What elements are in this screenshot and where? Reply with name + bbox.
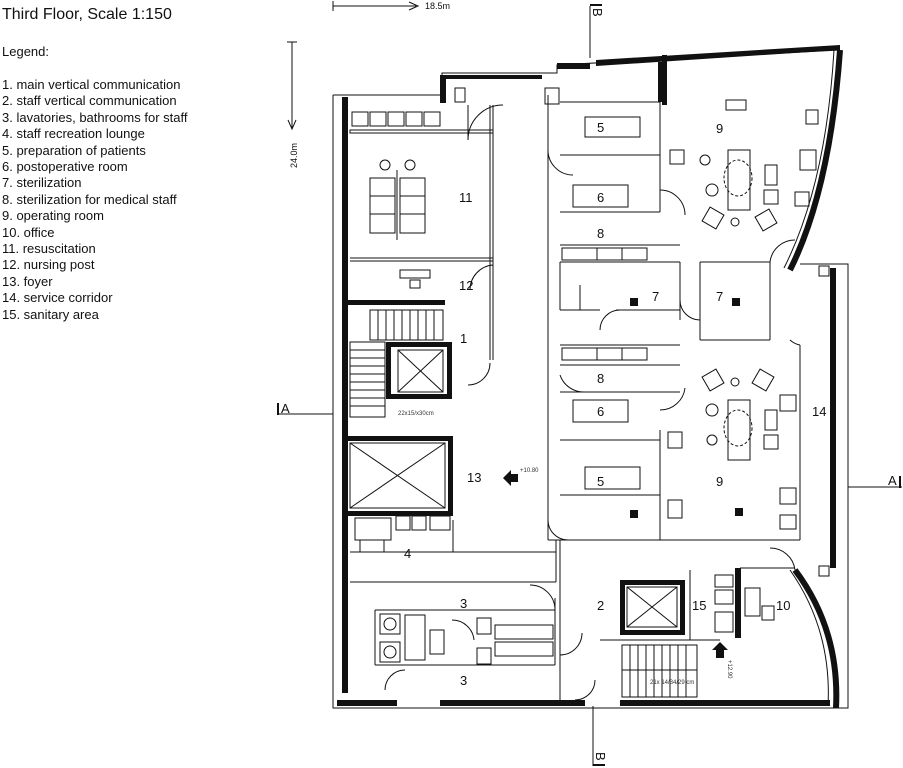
section-b-top-marker: B [589,4,605,58]
section-a-left-label: A [281,401,290,416]
legend-item: 3. lavatories, bathrooms for staff [2,109,188,125]
width-dimension-label: 18.5m [425,1,450,11]
room-labels: 1 2 3 3 4 5 5 6 6 7 7 8 8 9 9 10 11 12 1… [404,120,826,688]
stair-note-upper: 22x15/x30cm [398,411,434,417]
stair-level-marker: +12.90 [712,642,732,679]
room-label-6-upper: 6 [597,190,604,205]
legend-list: 1. main vertical communication 2. staff … [2,77,187,323]
room-label-7-left: 7 [652,289,659,304]
legend-item: 15. sanitary area [2,306,99,322]
exterior-walls [332,45,849,709]
room-label-2: 2 [597,598,604,613]
stair-note-lower: 21x 14/34/29 cm [650,680,694,686]
room-label-7-right: 7 [716,289,723,304]
drawing-title: Third Floor, Scale 1:150 [2,6,172,23]
lift-large [349,442,446,509]
legend-item: 5. preparation of patients [2,142,146,158]
legend-item: 9. operating room [2,208,104,224]
room-label-9-upper: 9 [716,121,723,136]
legend-item: 2. staff vertical communication [2,93,177,109]
room-label-8-lower: 8 [597,371,604,386]
section-b-top-label: B [590,8,605,17]
legend-heading: Legend: [2,44,49,59]
room-label-12: 12 [459,278,473,293]
section-b-bottom-label: B [593,752,608,761]
legend-item: 4. staff recreation lounge [2,126,145,142]
section-a-right-marker: A [848,473,902,488]
legend-item: 10. office [2,224,55,240]
room-label-11: 11 [459,190,473,205]
room-label-3-upper: 3 [460,596,467,611]
legend-item: 11. resuscitation [2,241,96,257]
staff-stair: 21x 14/34/29 cm [621,644,698,698]
foyer-level-label: +10.80 [520,468,539,474]
width-dimension: 18.5m [332,1,450,11]
room-label-14: 14 [812,404,826,419]
legend-item: 1. main vertical communication [2,77,181,92]
height-dimension: 24.0m [287,41,299,168]
stair-level-label: +12.90 [726,660,732,679]
room-label-3-lower: 3 [460,673,467,688]
room-label-9-lower: 9 [716,474,723,489]
room-label-4: 4 [404,546,411,561]
room-label-5-upper: 5 [597,120,604,135]
room-label-10: 10 [776,598,790,613]
legend-item: 14. service corridor [2,290,113,306]
doors [384,104,801,701]
room-label-13: 13 [467,470,481,485]
legend-item: 13. foyer [2,273,53,289]
foyer-level-marker: +10.80 [503,468,539,486]
section-a-right-label: A [888,473,897,488]
room-label-5-lower: 5 [597,474,604,489]
section-b-bottom-marker: B [592,706,608,766]
lift-main [397,349,444,393]
legend-item: 7. sterilization [2,175,82,191]
section-a-left-marker: A [277,401,333,416]
room-label-8-upper: 8 [597,226,604,241]
furniture [351,87,819,665]
lift-staff [626,586,678,628]
room-label-6-lower: 6 [597,404,604,419]
room-label-1: 1 [460,331,467,346]
legend-item: 6. postoperative room [2,159,128,175]
interior-walls [343,55,801,700]
room-label-15: 15 [692,598,706,613]
height-dimension-label: 24.0m [289,143,299,168]
main-stair: 22x15/x30cm [349,309,444,418]
legend-item: 8. sterilization for medical staff [2,191,177,207]
legend-item: 12. nursing post [2,257,95,273]
